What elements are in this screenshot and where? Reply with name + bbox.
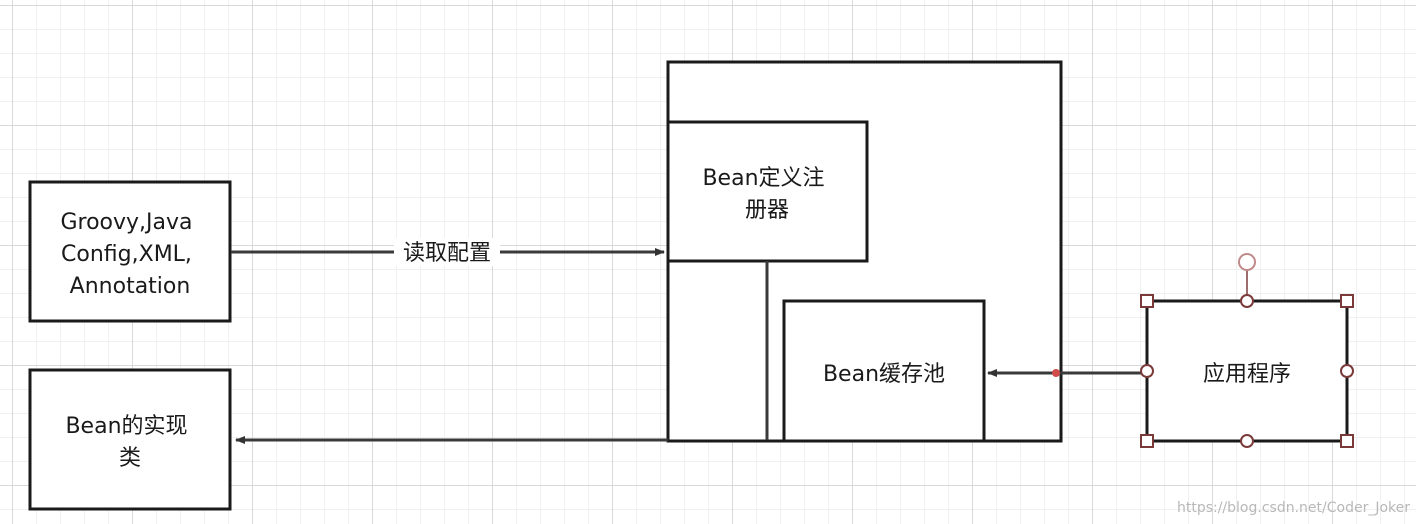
resize-handle-bottom-right[interactable] bbox=[1340, 434, 1354, 448]
resize-handle-right[interactable] bbox=[1340, 364, 1354, 378]
rotate-handle[interactable] bbox=[1238, 253, 1256, 271]
read-config-label: 读取配置 bbox=[403, 241, 491, 266]
resize-handle-top[interactable] bbox=[1240, 294, 1254, 308]
config-sources-box bbox=[28, 180, 232, 323]
resize-handle-left[interactable] bbox=[1140, 364, 1154, 378]
bean-implementation-box bbox=[28, 368, 232, 511]
resize-handle-bottom-left[interactable] bbox=[1140, 434, 1154, 448]
resize-handle-bottom[interactable] bbox=[1240, 434, 1254, 448]
connection-point bbox=[1052, 369, 1060, 377]
watermark-text: https://blog.csdn.net/Coder_Joker bbox=[1176, 500, 1410, 516]
resize-handle-top-right[interactable] bbox=[1340, 294, 1354, 308]
bean-implementation-label: Bean的实现 类 bbox=[65, 414, 194, 471]
bean-definition-registry-box bbox=[666, 120, 869, 263]
read-config-label-bg bbox=[394, 238, 500, 266]
bean-cache-pool-box bbox=[782, 299, 986, 443]
resize-handle-top-left[interactable] bbox=[1140, 294, 1154, 308]
bean-definition-registry-label: Bean定义注 册器 bbox=[702, 166, 831, 223]
application-label: 应用程序 bbox=[1203, 362, 1291, 387]
config-sources-label: Groovy,Java Config,XML, Annotation bbox=[60, 210, 199, 299]
bean-cache-pool-label: Bean缓存池 bbox=[823, 362, 945, 387]
